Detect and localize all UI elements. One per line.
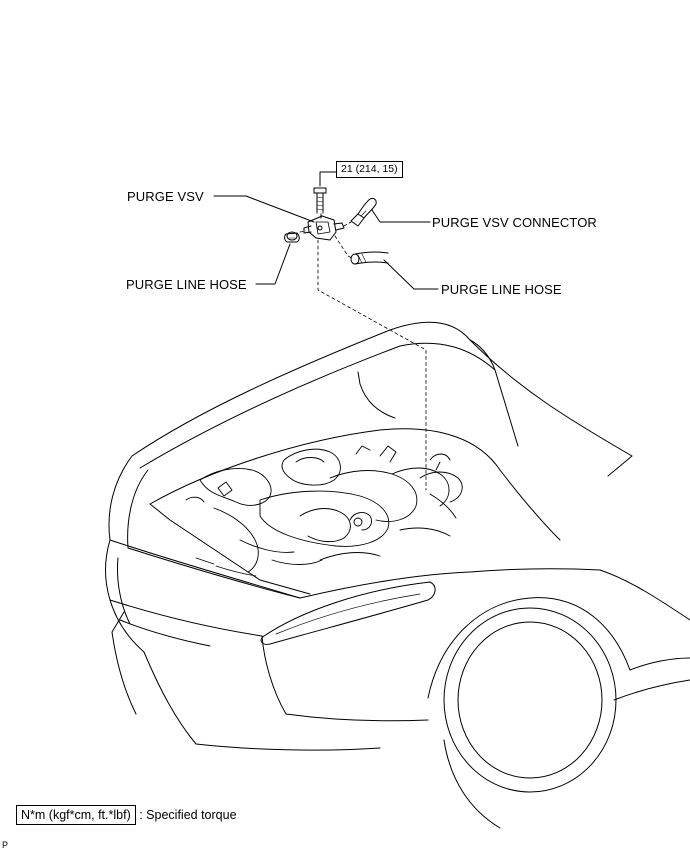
purge-line-hose-left-icon	[284, 231, 300, 243]
purge-vsv-label: PURGE VSV	[127, 189, 204, 204]
purge-line-hose-left-label: PURGE LINE HOSE	[126, 277, 247, 292]
corner-tag: P	[2, 840, 9, 850]
torque-legend: N*m (kgf*cm, ft.*lbf) : Specified torque	[16, 805, 237, 825]
torque-unit-box: N*m (kgf*cm, ft.*lbf)	[16, 805, 136, 825]
bolt-icon	[313, 187, 327, 214]
purge-vsv-icon	[303, 213, 345, 241]
purge-line-hose-right-icon	[350, 251, 389, 265]
purge-vsv-assembly	[284, 171, 427, 491]
vehicle-outline	[105, 321, 690, 829]
purge-vsv-connector-icon	[350, 197, 377, 227]
purge-line-hose-right-label: PURGE LINE HOSE	[441, 282, 562, 297]
headlight-icon	[260, 581, 436, 645]
front-wheel-icon	[427, 597, 631, 829]
purge-vsv-connector-label: PURGE VSV CONNECTOR	[432, 215, 597, 230]
torque-legend-description: : Specified torque	[139, 808, 237, 822]
torque-callout: 21 (214, 15)	[336, 161, 403, 178]
leader-lines	[213, 195, 439, 290]
